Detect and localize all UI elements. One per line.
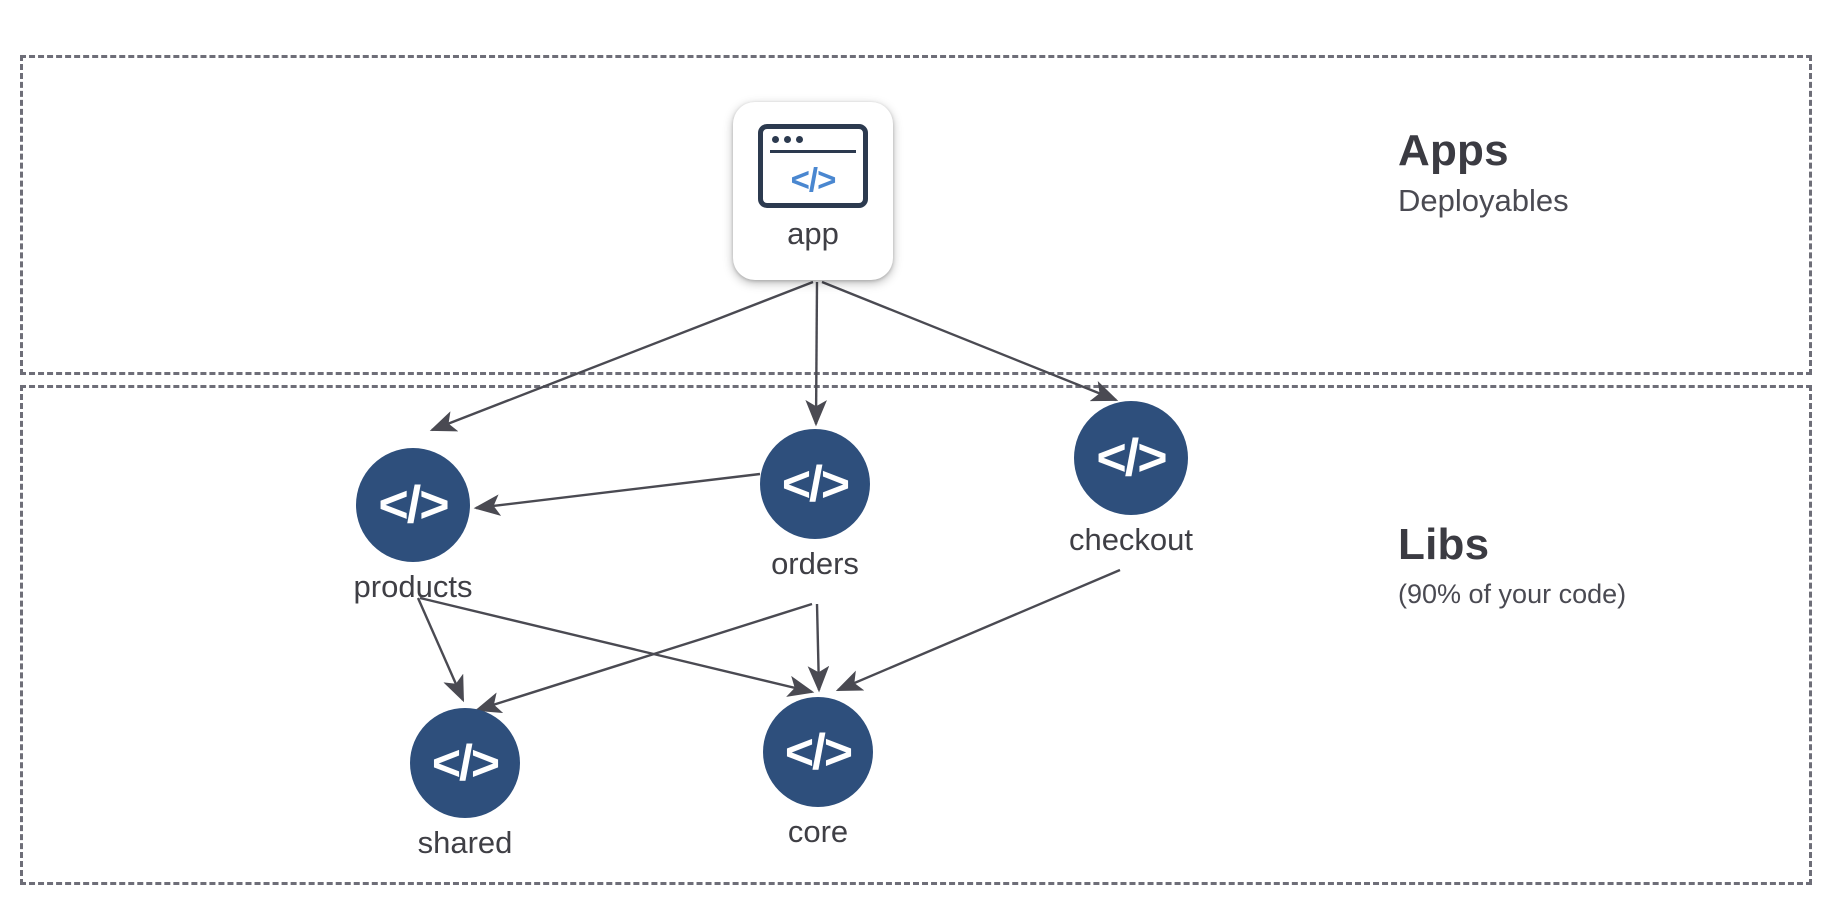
browser-dot (796, 136, 803, 143)
zone-libs-subtitle: (90% of your code) (1398, 579, 1627, 610)
code-brackets-icon: </> (760, 429, 870, 539)
browser-dot (784, 136, 791, 143)
node-products-label: products (353, 569, 473, 604)
node-app[interactable]: </> app (733, 102, 893, 280)
zone-libs-title: Libs (1398, 520, 1490, 569)
code-brackets-icon: </> (1074, 401, 1188, 515)
node-checkout-label: checkout (1068, 522, 1194, 557)
node-shared-label: shared (417, 825, 513, 860)
node-app-label: app (787, 216, 839, 251)
zone-libs-boundary (20, 385, 1812, 885)
zone-apps-title: Apps (1398, 126, 1509, 175)
code-brackets-icon: </> (763, 697, 873, 807)
browser-window-code-icon: </> (758, 124, 868, 208)
node-core-label: core (787, 814, 849, 849)
code-brackets-icon: </> (410, 708, 520, 818)
browser-rule (770, 150, 856, 153)
zone-libs-caption: Libs (90% of your code) (1398, 520, 1627, 612)
zone-apps-caption: Apps Deployables (1398, 126, 1569, 221)
zone-apps-subtitle: Deployables (1398, 183, 1569, 219)
code-brackets-icon: </> (356, 448, 470, 562)
browser-dot (772, 136, 779, 143)
browser-dots (772, 136, 803, 143)
code-brackets-glyph: </> (790, 161, 837, 198)
node-orders-label: orders (771, 546, 859, 581)
